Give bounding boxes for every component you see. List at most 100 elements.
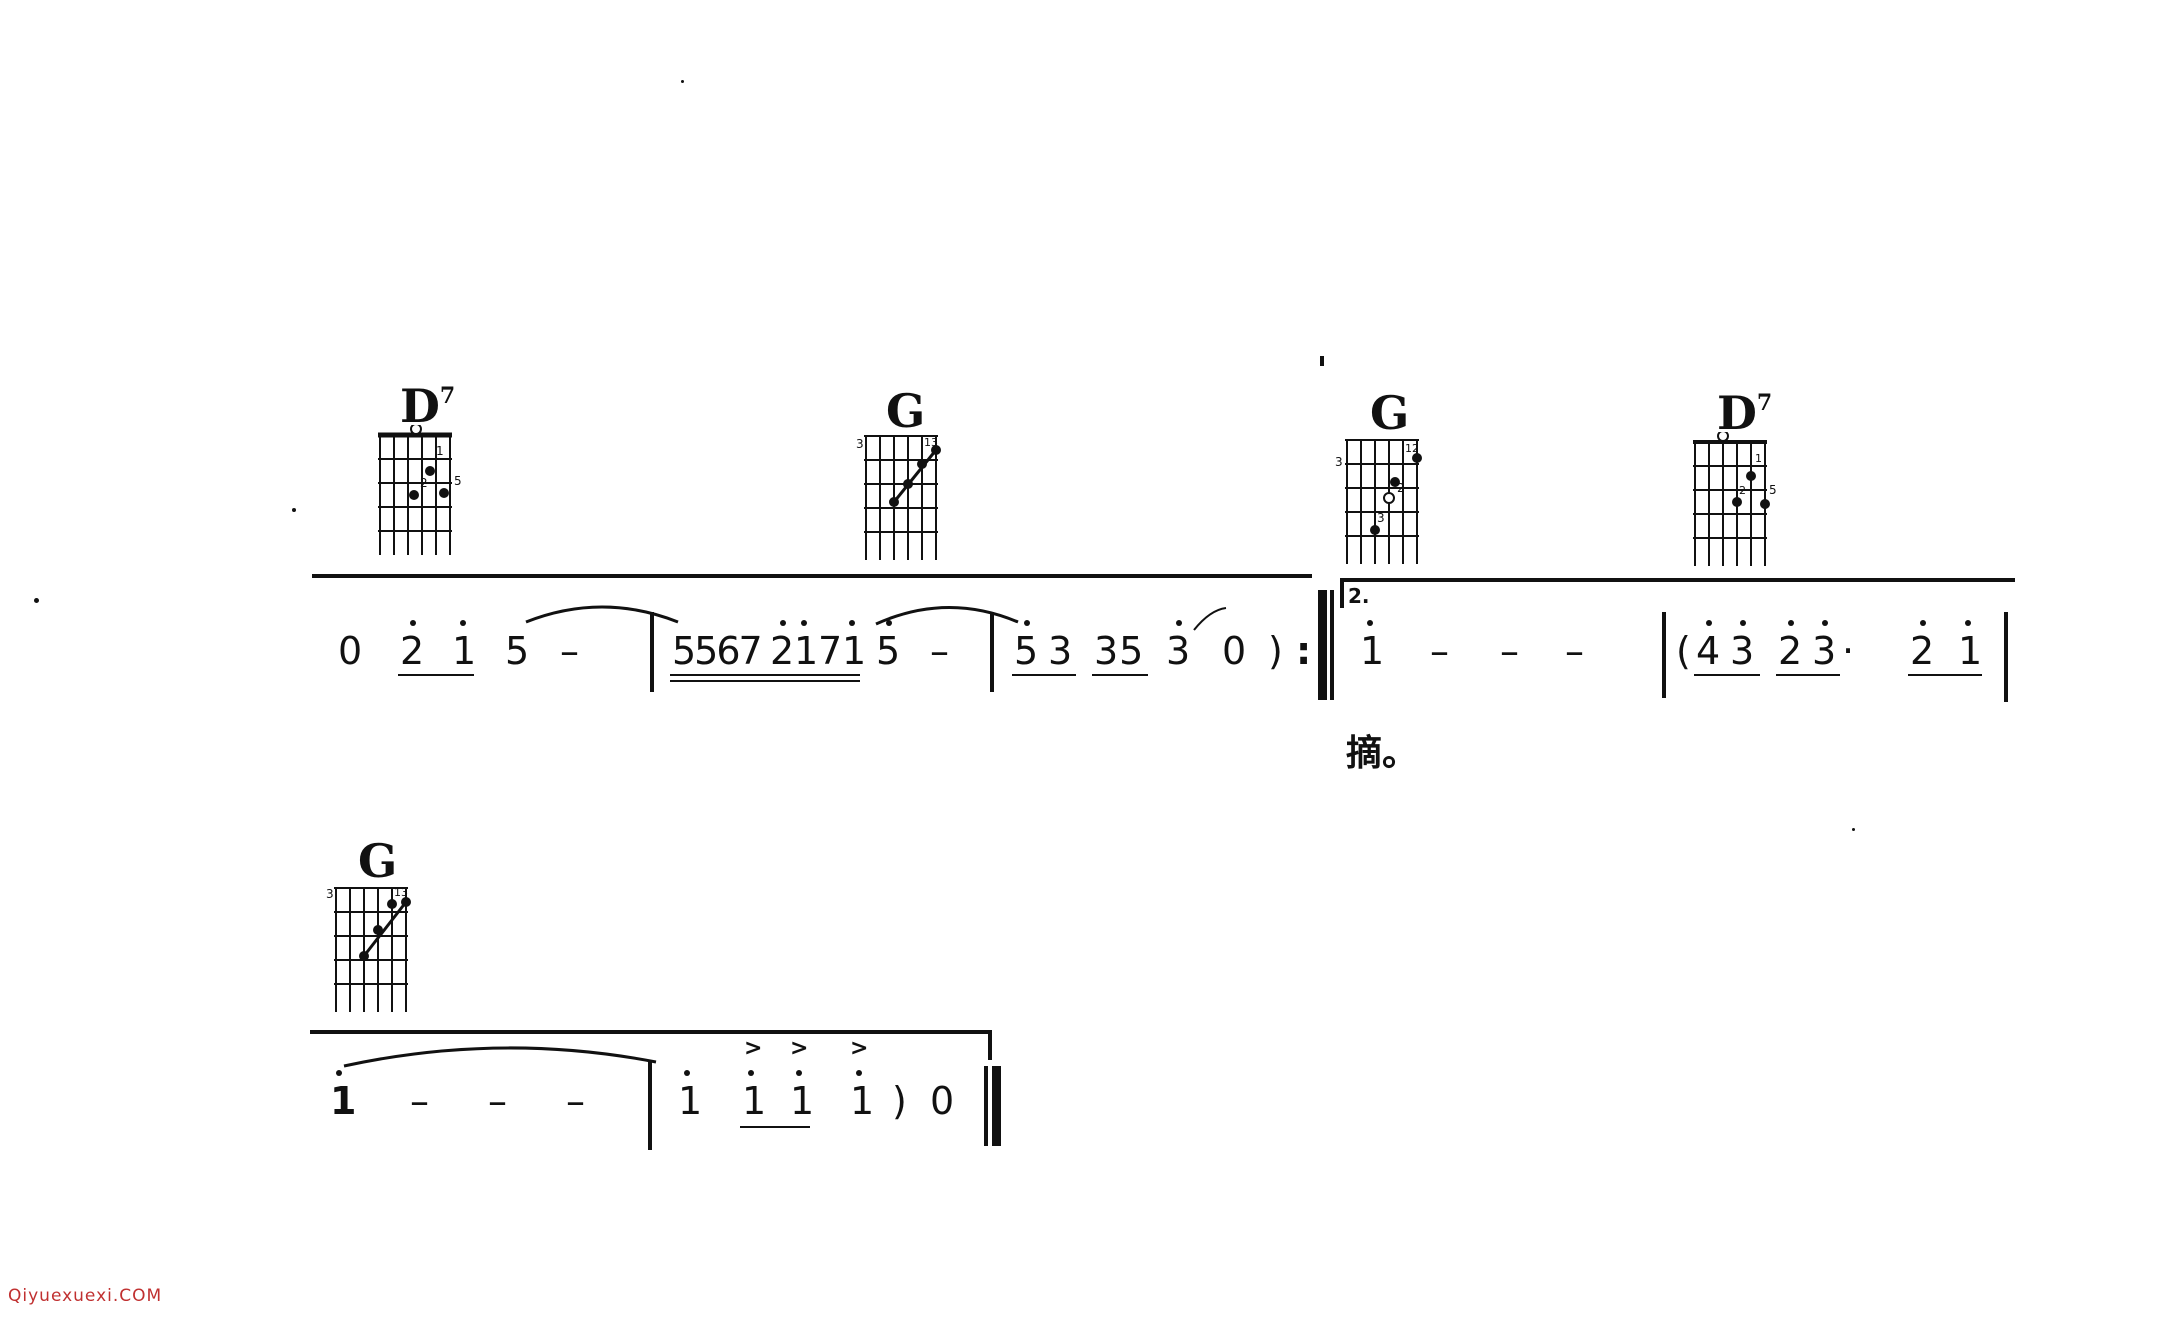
note: 5: [876, 629, 902, 673]
octave-dot: [796, 1070, 802, 1076]
chord-fretboard: 1 2 5: [1693, 432, 1777, 566]
staff-top-line-1a: [312, 574, 1312, 578]
note: 1: [1958, 629, 1984, 673]
note: 3: [1730, 629, 1756, 673]
barline: [1330, 590, 1334, 700]
note: (: [1676, 629, 1692, 673]
svg-text:2: 2: [420, 476, 428, 490]
underline: [1908, 674, 1982, 676]
svg-text:1: 1: [436, 444, 444, 458]
note: –: [560, 629, 580, 673]
svg-text:3: 3: [326, 887, 334, 901]
chord-name: G: [358, 838, 397, 884]
underline: [1092, 674, 1148, 676]
octave-dot: [849, 620, 855, 626]
note: –: [1430, 629, 1450, 673]
octave-dot: [336, 1070, 342, 1076]
slur: [343, 1046, 657, 1068]
octave-dot: [780, 620, 786, 626]
note: 3: [1166, 629, 1192, 673]
svg-text:5: 5: [454, 474, 462, 488]
staff-end-bracket: [988, 1030, 992, 1060]
site-watermark: Qiyuexuexi.COM: [8, 1286, 163, 1306]
note: 2: [770, 629, 796, 673]
chord-fretboard: 3 12 2 3: [1335, 439, 1422, 564]
note: 2: [1910, 629, 1936, 673]
svg-text:13: 13: [924, 436, 938, 449]
chord-name: D7: [400, 383, 455, 429]
octave-dot: [1367, 620, 1373, 626]
chord-extension: 7: [1756, 390, 1773, 416]
underline: [670, 674, 770, 676]
barline: [1662, 612, 1666, 698]
chord-root: G: [886, 384, 926, 438]
note: ·: [1842, 629, 1856, 673]
octave-dot: [886, 620, 892, 626]
print-speck: [1852, 828, 1855, 831]
note: 1: [742, 1079, 768, 1123]
svg-text:2: 2: [1739, 484, 1746, 497]
note: 3: [1812, 629, 1838, 673]
chord-root: D: [1717, 386, 1757, 440]
underline: [770, 674, 860, 676]
note: –: [1500, 629, 1520, 673]
note: ): [1268, 629, 1284, 673]
barline: [648, 1062, 652, 1150]
note: 5567: [672, 629, 763, 673]
slur: [875, 606, 1019, 626]
chord-fretboard: 3 13: [326, 886, 411, 1012]
ending-number: 2.: [1348, 584, 1370, 608]
octave-dot: [1024, 620, 1030, 626]
svg-text:3: 3: [1335, 455, 1343, 469]
octave-dot: [1965, 620, 1971, 626]
note: –: [566, 1079, 586, 1123]
note: 0: [338, 629, 364, 673]
staff-top-line-1b: [1340, 578, 2015, 582]
chord-root: D: [400, 379, 440, 433]
svg-text:3: 3: [856, 437, 864, 451]
note: –: [930, 629, 950, 673]
octave-dot: [1822, 620, 1828, 626]
print-speck: [34, 598, 39, 603]
chord-fretboard: 3 13: [856, 435, 941, 560]
accent-mark: >: [850, 1036, 869, 1061]
barline: [650, 612, 654, 692]
octave-dot: [1788, 620, 1794, 626]
accent-mark: >: [790, 1036, 809, 1061]
note: 1: [842, 629, 868, 673]
note: 7: [818, 629, 844, 673]
octave-dot: [1740, 620, 1746, 626]
repeat-sign: :: [1296, 629, 1313, 673]
chord-root: G: [358, 834, 398, 888]
chord-fretboard: 1 2 5: [378, 425, 462, 555]
note: 0: [1222, 629, 1248, 673]
note: –: [488, 1079, 508, 1123]
octave-dot: [801, 620, 807, 626]
underline: [770, 680, 860, 682]
note: 1: [452, 629, 478, 673]
underline: [1012, 674, 1076, 676]
octave-dot: [1706, 620, 1712, 626]
chord-name: G: [1370, 390, 1409, 436]
final-barline: [992, 1066, 1001, 1146]
underline: [1694, 674, 1760, 676]
underline: [398, 674, 474, 676]
svg-text:2: 2: [1397, 481, 1405, 495]
repeat-barline: [1318, 590, 1327, 700]
barline: [990, 612, 994, 692]
chord-name: G: [886, 388, 925, 434]
svg-text:1: 1: [1755, 452, 1762, 465]
note: 35: [1094, 629, 1145, 673]
chord-name: D7: [1717, 390, 1772, 436]
octave-dot: [684, 1070, 690, 1076]
print-speck: [681, 80, 684, 83]
note: –: [1565, 629, 1585, 673]
underline: [740, 1126, 810, 1128]
octave-dot: [856, 1070, 862, 1076]
octave-dot: [748, 1070, 754, 1076]
note: 1: [794, 629, 820, 673]
note: –: [410, 1079, 430, 1123]
svg-text:3: 3: [1377, 511, 1385, 525]
note: 1: [1360, 629, 1386, 673]
note: 4: [1696, 629, 1722, 673]
